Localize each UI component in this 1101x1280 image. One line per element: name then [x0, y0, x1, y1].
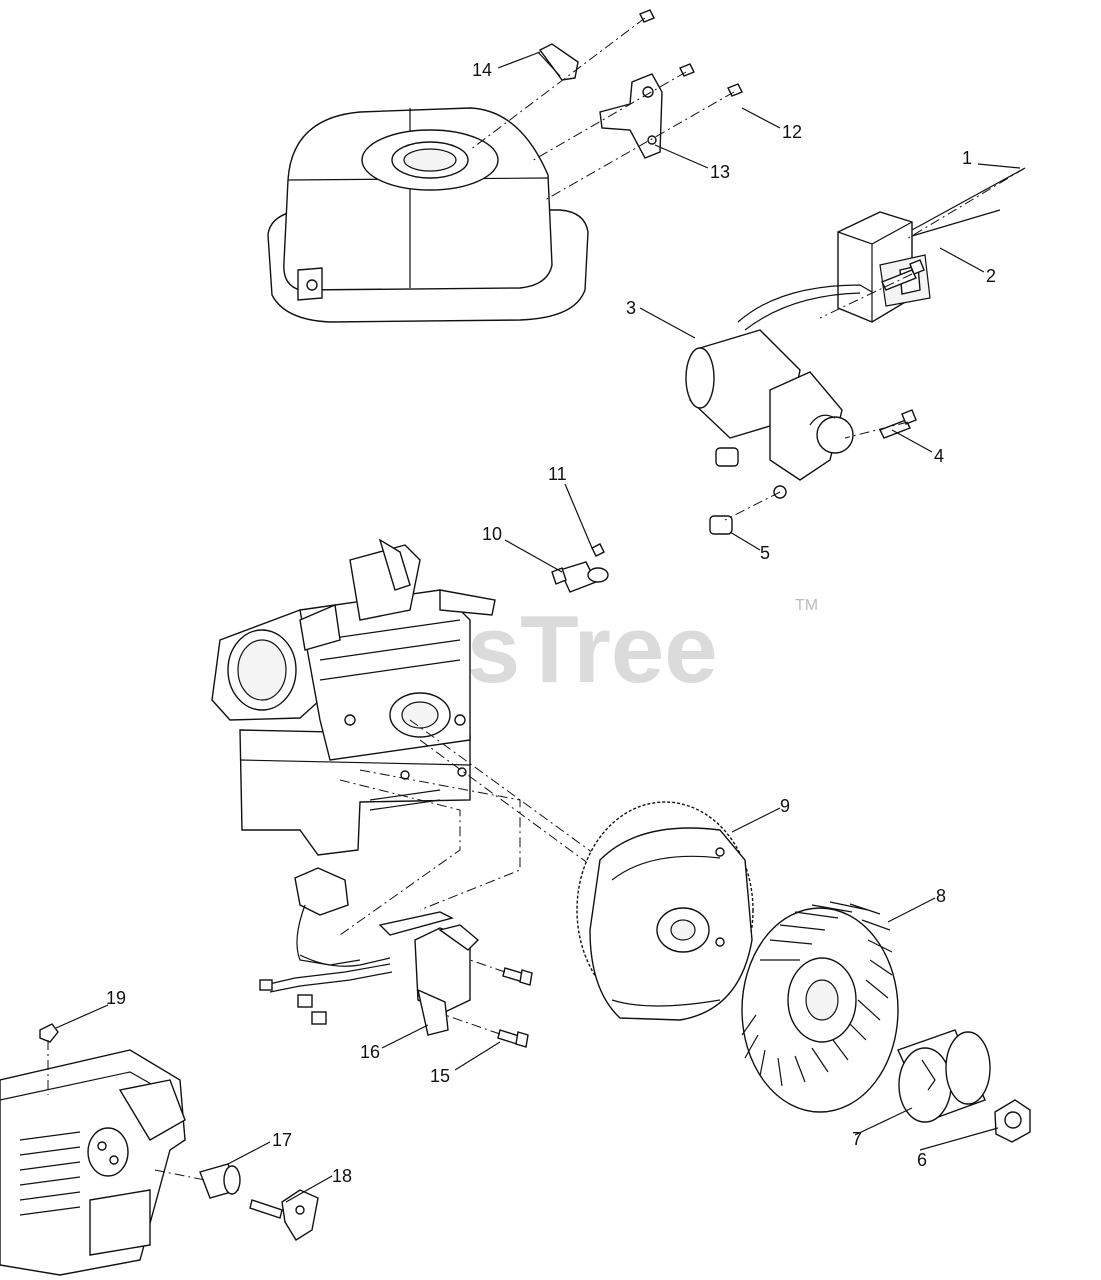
- ignition-coil-assembly: [259, 867, 480, 1036]
- ignition-switch: [199, 1163, 241, 1199]
- callout-3: 3: [626, 298, 636, 318]
- starter-cup: [897, 1029, 991, 1123]
- engine-cover-panel: [0, 1049, 186, 1276]
- callout-13: 13: [710, 162, 730, 182]
- callout-numbers: 1 2 3 4 5 6 7 8 9 10 11 12 13 14 15 16 1…: [106, 60, 996, 1186]
- callout-16: 16: [360, 1042, 380, 1062]
- callout-8: 8: [936, 886, 946, 906]
- callout-10: 10: [482, 524, 502, 544]
- callout-18: 18: [332, 1166, 352, 1186]
- tank-strap: [537, 43, 579, 81]
- engine-crankcase: [211, 538, 496, 856]
- callout-2: 2: [986, 266, 996, 286]
- callout-4: 4: [934, 446, 944, 466]
- callout-11: 11: [548, 464, 567, 484]
- callout-17: 17: [272, 1130, 292, 1150]
- flywheel: [576, 801, 754, 1021]
- flywheel-nut: [994, 1099, 1031, 1143]
- callout-14: 14: [472, 60, 492, 80]
- watermark-trademark: TM: [795, 597, 818, 614]
- callout-12: 12: [782, 122, 802, 142]
- callout-1: 1: [962, 148, 972, 168]
- wire-clip: [39, 1023, 59, 1043]
- ignition-key: [249, 1189, 319, 1241]
- coil-bolts: [497, 967, 533, 1048]
- callout-7: 7: [852, 1129, 862, 1149]
- oil-level-sensor: [551, 543, 609, 593]
- tank-bolts: [639, 9, 743, 97]
- callout-6: 6: [917, 1150, 927, 1170]
- callout-9: 9: [780, 796, 790, 816]
- callout-19: 19: [106, 988, 126, 1008]
- cooling-fan: [741, 901, 899, 1113]
- starter-solenoid-box: [837, 167, 1026, 323]
- fuel-tank: [267, 107, 589, 323]
- callout-leaders: [55, 51, 1021, 1203]
- callout-15: 15: [430, 1066, 450, 1086]
- starter-motor: [685, 284, 873, 535]
- callout-5: 5: [760, 543, 770, 563]
